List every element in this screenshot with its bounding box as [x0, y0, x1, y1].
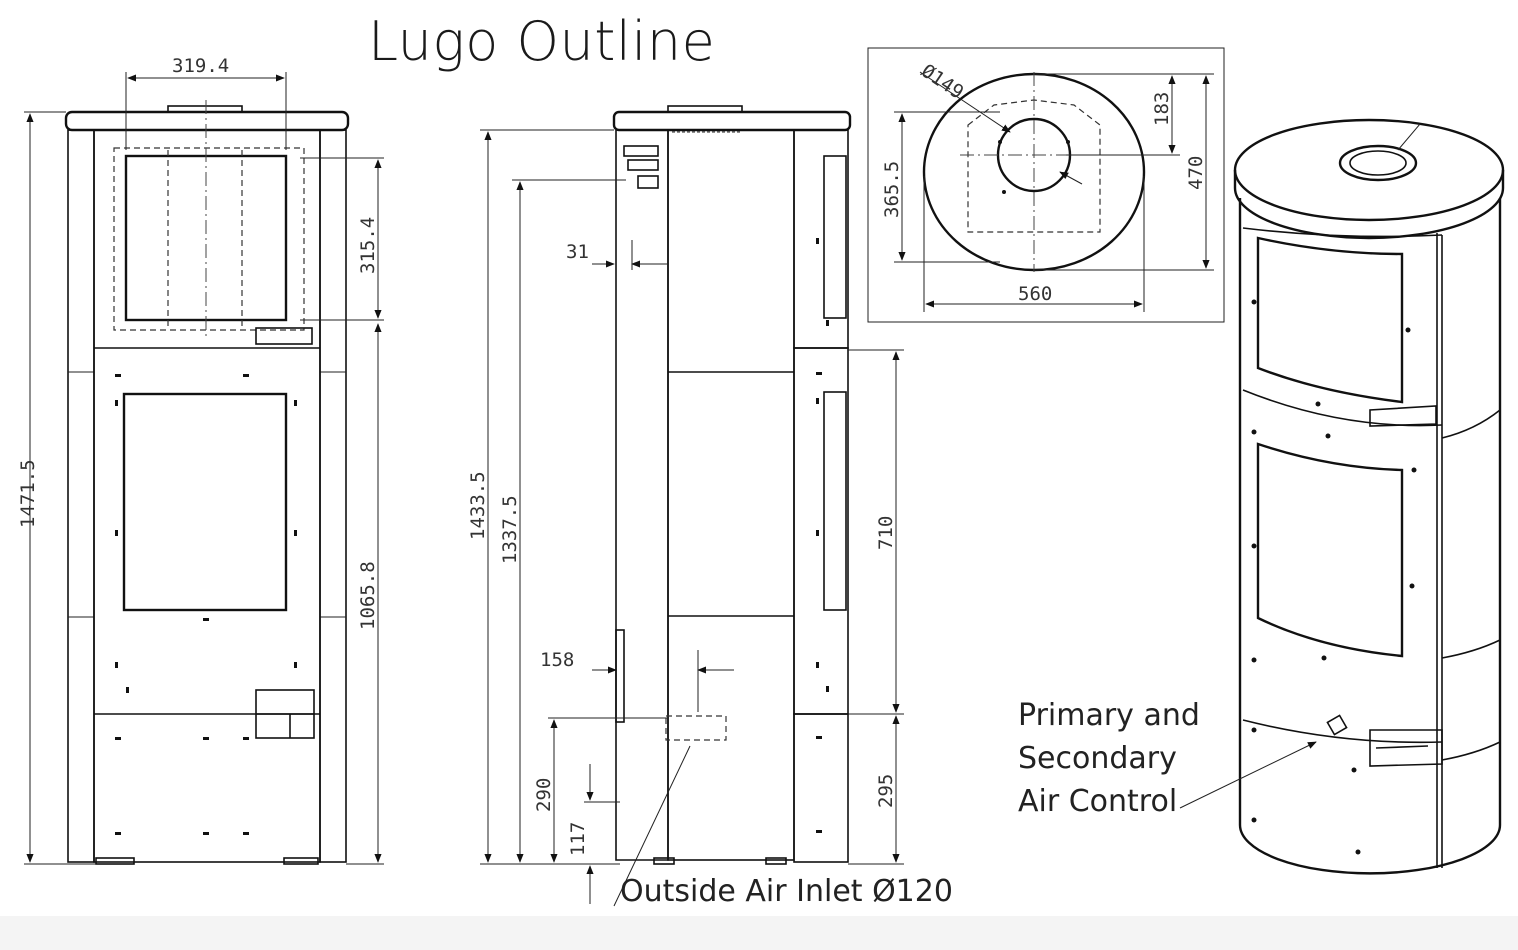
footer-band: [0, 916, 1518, 950]
perspective-view: [1179, 118, 1505, 875]
dim-side-inlet-offset: 158: [540, 649, 574, 671]
air-control-line-2: Secondary: [1018, 741, 1177, 776]
dim-side-base-height: 295: [875, 774, 897, 808]
dim-top-depth: 470: [1185, 156, 1207, 190]
drawing-title: Lugo Outline: [368, 10, 716, 73]
air-control-line-3: Air Control: [1018, 784, 1178, 819]
dim-side-inlet-height: 290: [533, 778, 555, 812]
dim-side-inlet-low: 117: [567, 822, 589, 856]
dim-side-height-a: 1433.5: [467, 471, 489, 540]
side-view: 1433.5 1337.5 31 158 290 117 710 295: [467, 105, 904, 907]
dim-top-flue-diameter: Ø149: [917, 60, 967, 104]
dim-top-width: 560: [1018, 283, 1052, 305]
front-view: 319.4 1471.5 315.4 1065.8: [17, 55, 384, 865]
dim-front-window-height: 315.4: [357, 217, 379, 274]
dim-top-offset: 183: [1151, 92, 1173, 126]
dim-side-panel-height: 710: [875, 516, 897, 550]
air-control-line-1: Primary and: [1018, 698, 1200, 733]
dim-top-inner: 365.5: [881, 161, 903, 218]
dim-side-height-b: 1337.5: [499, 495, 521, 564]
dim-front-lower-height: 1065.8: [357, 561, 379, 630]
dim-front-total-height: 1471.5: [17, 459, 39, 528]
air-inlet-callout: Outside Air Inlet Ø120: [620, 874, 953, 909]
top-view: Ø149 183 470 365.5 560: [867, 47, 1225, 323]
dim-front-top-width: 319.4: [172, 55, 229, 77]
air-control-callout: Primary and Secondary Air Control: [1018, 694, 1200, 823]
dim-side-offset: 31: [566, 241, 589, 263]
